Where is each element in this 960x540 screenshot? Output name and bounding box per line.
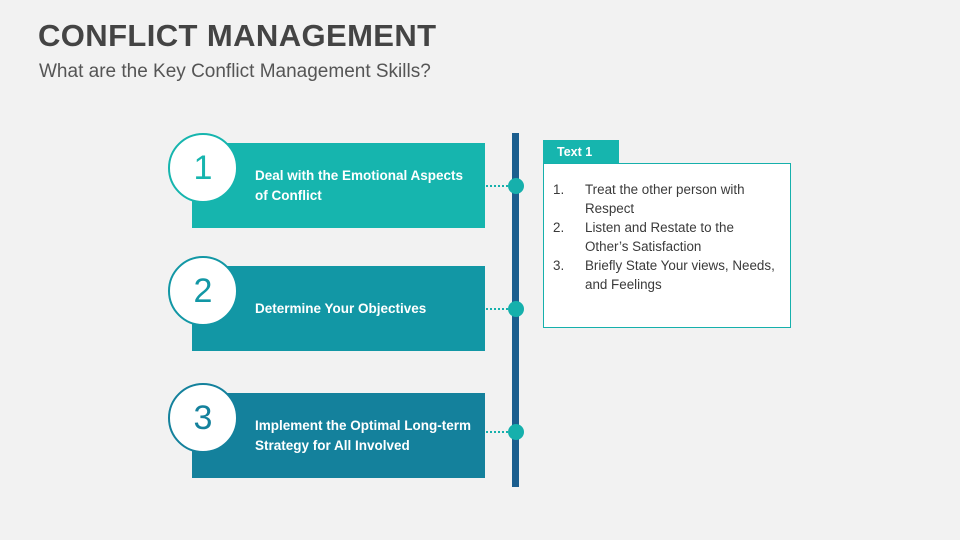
page-subtitle: What are the Key Conflict Management Ski… [39, 61, 431, 82]
step-3-label: Implement the Optimal Long-term Strategy… [255, 418, 472, 453]
list-item: 2. Listen and Restate to the Other’s Sat… [553, 219, 780, 256]
connector-line-3 [486, 431, 512, 433]
step-2-label: Determine Your Objectives [255, 300, 427, 316]
step-2-box[interactable]: Determine Your Objectives [192, 266, 485, 351]
step-3-number: 3 [193, 399, 213, 437]
list-item-marker: 3. [553, 258, 565, 273]
step-3-badge[interactable]: 3 [168, 383, 238, 453]
step-1-label: Deal with the Emotional Aspects of Confl… [255, 168, 464, 203]
timeline-dot-3[interactable] [508, 424, 524, 440]
step-3-box[interactable]: Implement the Optimal Long-term Strategy… [192, 393, 485, 478]
list-item-text: Briefly State Your views, Needs, and Fee… [585, 258, 775, 292]
step-1-number: 1 [193, 149, 213, 187]
step-1-box[interactable]: Deal with the Emotional Aspects of Confl… [192, 143, 485, 228]
connector-line-1 [486, 185, 512, 187]
list-item-text: Listen and Restate to the Other’s Satisf… [585, 220, 734, 254]
timeline-dot-2[interactable] [508, 301, 524, 317]
list-item-marker: 1. [553, 182, 565, 197]
page-title: CONFLICT MANAGEMENT [38, 18, 437, 53]
connector-line-2 [486, 308, 512, 310]
list-item-text: Treat the other person with Respect [585, 182, 745, 216]
timeline-dot-1[interactable] [508, 178, 524, 194]
step-2-badge[interactable]: 2 [168, 256, 238, 326]
list-item: 1. Treat the other person with Respect [553, 181, 780, 218]
list-item-marker: 2. [553, 220, 565, 235]
step-2-number: 2 [193, 272, 213, 310]
panel-tab-label[interactable]: Text 1 [543, 140, 619, 163]
panel-body: 1. Treat the other person with Respect 2… [543, 163, 791, 328]
panel-list: 1. Treat the other person with Respect 2… [544, 164, 790, 294]
step-1-badge[interactable]: 1 [168, 133, 238, 203]
list-item: 3. Briefly State Your views, Needs, and … [553, 257, 780, 294]
